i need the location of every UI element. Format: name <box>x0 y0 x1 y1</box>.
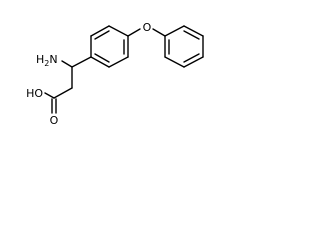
bond <box>108 25 129 37</box>
double-bond-inner <box>94 30 110 40</box>
bond <box>183 25 204 37</box>
amine-nitrogen-label: N <box>49 53 57 66</box>
amine-hydrogen-label: H <box>36 53 44 66</box>
bond-ch2-to-carboxyl-carbon <box>53 87 73 99</box>
ether-oxygen-label: O <box>143 21 152 34</box>
bond <box>90 56 110 68</box>
amine-group-label: H2N <box>36 53 58 68</box>
double-bond-inner <box>183 30 200 40</box>
bond-ether-oxygen-to-ring <box>152 28 166 37</box>
amine-subscript-label: 2 <box>44 59 49 68</box>
bond-alpha-carbon-to-amine <box>61 60 73 68</box>
phenyl-ring-middle <box>90 25 129 68</box>
bond-ring-to-ether-oxygen <box>127 28 141 37</box>
phenyl-ring-right <box>164 25 204 68</box>
carbonyl-oxygen-label: O <box>50 114 59 127</box>
hydroxyl-label: HO <box>26 87 43 100</box>
bond-ring-to-alpha-carbon <box>71 56 92 68</box>
double-bond-inner <box>94 53 110 63</box>
bond <box>164 56 185 68</box>
bond <box>183 56 204 68</box>
bond <box>164 25 185 37</box>
bond <box>90 25 110 37</box>
bond-carboxyl-to-hydroxyl <box>44 92 55 99</box>
chemical-structure-diagram: H2N O HO O <box>26 21 204 127</box>
double-bond-inner <box>183 53 200 63</box>
bond <box>108 56 129 68</box>
